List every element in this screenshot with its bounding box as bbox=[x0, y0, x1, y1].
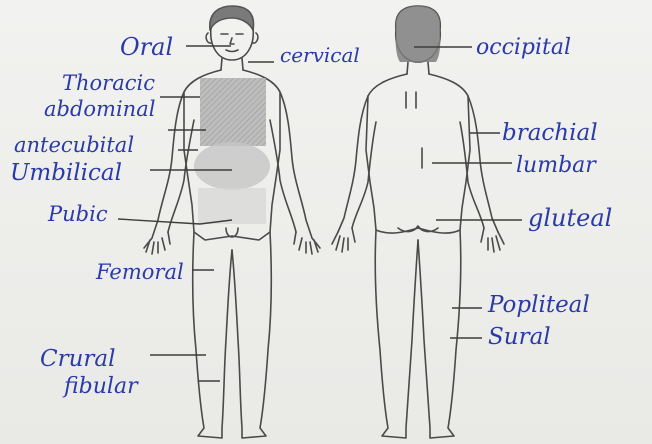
front-left-hand bbox=[144, 232, 170, 254]
back-right-hand bbox=[481, 228, 504, 252]
front-right-hand bbox=[294, 232, 320, 254]
back-left-leg bbox=[375, 230, 418, 438]
back-torso bbox=[366, 74, 470, 233]
occipital-region bbox=[396, 6, 441, 62]
lumbar-label: lumbar bbox=[516, 153, 597, 178]
front-left-arm bbox=[152, 92, 194, 238]
front-right-arm bbox=[270, 92, 312, 238]
popliteal-label: Popliteal bbox=[487, 292, 590, 318]
front-mouth bbox=[226, 50, 238, 52]
oral-label: Oral bbox=[120, 33, 173, 61]
pubic-region bbox=[198, 188, 266, 224]
back-right-leg bbox=[418, 230, 461, 438]
crural-label: Crural bbox=[40, 346, 115, 372]
front-nose bbox=[230, 38, 234, 44]
abdominal-label: abdominal bbox=[44, 97, 155, 121]
brachial-label: brachial bbox=[502, 120, 598, 146]
pubic-label: Pubic bbox=[47, 202, 108, 226]
front-left-leg bbox=[193, 232, 232, 438]
back-neck bbox=[407, 62, 429, 74]
thoracic-region bbox=[200, 78, 266, 146]
femoral-label: Femoral bbox=[95, 260, 184, 284]
back-left-hand bbox=[332, 228, 355, 252]
front-hair bbox=[210, 6, 254, 30]
back-figure bbox=[332, 6, 504, 438]
back-right-arm bbox=[460, 96, 498, 232]
gluteal-label: gluteal bbox=[528, 204, 612, 232]
umbilical-label: Umbilical bbox=[10, 160, 122, 186]
fibular-label: fibular bbox=[62, 374, 139, 399]
front-right-leg bbox=[232, 232, 271, 438]
sural-label: Sural bbox=[488, 324, 551, 350]
back-left-arm bbox=[338, 96, 376, 232]
umbilical-region bbox=[194, 142, 270, 190]
cervical-label: cervical bbox=[280, 43, 360, 67]
occipital-label: occipital bbox=[476, 35, 571, 60]
scapula-marks bbox=[406, 92, 416, 108]
antecubital-label: antecubital bbox=[14, 133, 134, 157]
thoracic-label: Thoracic bbox=[62, 71, 155, 95]
